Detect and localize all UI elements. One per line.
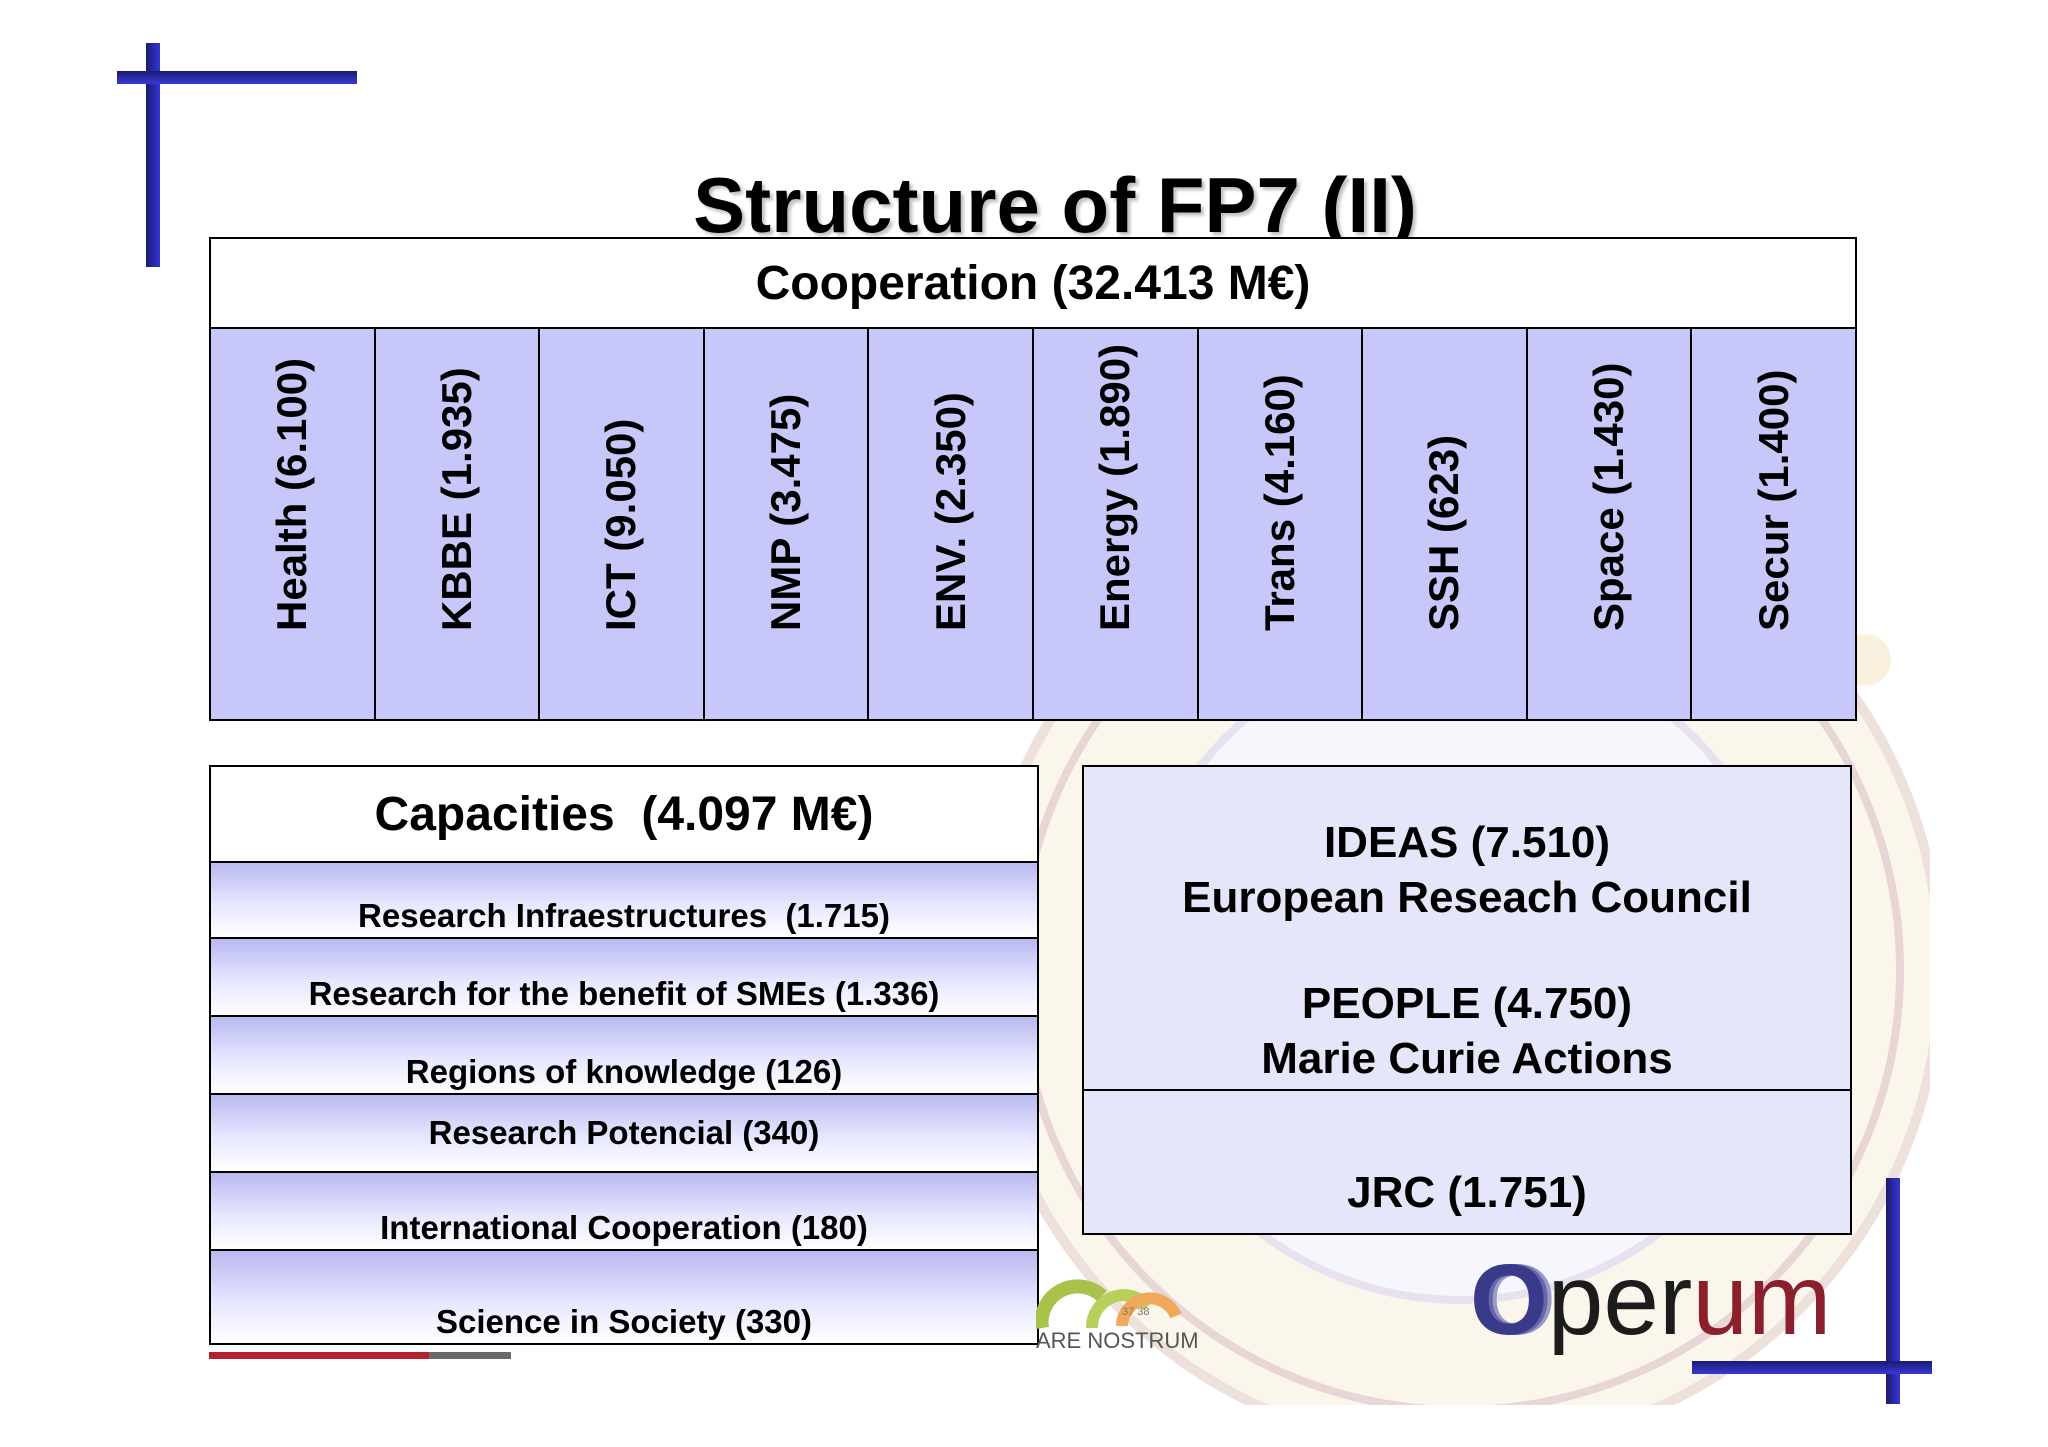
theme-label-ict: ICT (9.050)	[597, 418, 645, 631]
jrc-title: JRC (1.751)	[1347, 1167, 1587, 1217]
theme-cell: Health (6.100)	[211, 329, 376, 719]
theme-label-secur: Secur (1.400)	[1749, 369, 1797, 631]
theme-cell: Trans (4.160)	[1198, 329, 1364, 719]
capacities-list: Research Infraestructures (1.715) Resear…	[209, 861, 1039, 1345]
theme-label-energy: Energy (1.890)	[1091, 343, 1139, 631]
top-left-horizontal-bar	[117, 71, 357, 84]
operum-logo: O per um	[1470, 1240, 1831, 1360]
capacity-item: Research Potencial (340)	[209, 1095, 1039, 1173]
capacity-item: Research for the benefit of SMEs (1.336)	[209, 939, 1039, 1017]
people-box: PEOPLE (4.750) Marie Curie Actions	[1082, 943, 1852, 1091]
theme-label-kbbe: KBBE (1.935)	[432, 367, 480, 631]
theme-cell: SSH (623)	[1363, 329, 1528, 719]
theme-cell: Secur (1.400)	[1692, 329, 1855, 719]
bottom-right-vertical-bar	[1886, 1178, 1900, 1404]
capacities-heading: Capacities (4.097 M€)	[209, 765, 1039, 863]
cooperation-heading: Cooperation (32.413 M€)	[209, 237, 1857, 329]
theme-label-space: Space (1.430)	[1585, 362, 1633, 632]
theme-cell: ICT (9.050)	[540, 329, 705, 719]
people-subtitle: Marie Curie Actions	[1261, 1034, 1673, 1083]
mare-nostrum-logo: 37 38 ARE NOSTRUM	[1034, 1266, 1199, 1358]
bottom-right-horizontal-bar	[1692, 1361, 1932, 1374]
capacity-item: Research Infraestructures (1.715)	[209, 861, 1039, 939]
footer-accent-red	[209, 1352, 429, 1359]
mare-nostrum-text: ARE NOSTRUM	[1036, 1328, 1199, 1353]
theme-label-nmp: NMP (3.475)	[762, 393, 810, 631]
ideas-title: IDEAS (7.510)	[1323, 818, 1611, 867]
operum-um: um	[1692, 1243, 1832, 1356]
mare-nostrum-numbers: 37 38	[1122, 1306, 1150, 1318]
top-left-vertical-bar	[146, 43, 160, 267]
operum-o: O	[1470, 1243, 1548, 1356]
theme-cell: Energy (1.890)	[1033, 329, 1199, 719]
ideas-subtitle: European Reseach Council	[1182, 873, 1752, 922]
theme-label-trans: Trans (4.160)	[1255, 374, 1303, 631]
capacity-item: Regions of knowledge (126)	[209, 1017, 1039, 1095]
slide-title: Structure of FP7 (II)	[693, 161, 1417, 249]
theme-cell: Space (1.430)	[1527, 329, 1693, 719]
capacity-item: Science in Society (330)	[209, 1251, 1039, 1345]
theme-cell: NMP (3.475)	[704, 329, 870, 719]
mare-nostrum-arches-icon	[1034, 1279, 1182, 1330]
theme-cell: KBBE (1.935)	[375, 329, 541, 719]
footer-accent-grey	[429, 1352, 511, 1359]
operum-per: per	[1547, 1243, 1693, 1356]
theme-label-env: ENV. (2.350)	[926, 392, 974, 631]
theme-label-health: Health (6.100)	[268, 357, 316, 631]
theme-cell: ENV. (2.350)	[869, 329, 1034, 719]
ideas-box: IDEAS (7.510) European Reseach Council	[1082, 765, 1852, 945]
jrc-box: JRC (1.751)	[1082, 1089, 1852, 1235]
people-title: PEOPLE (4.750)	[1301, 979, 1633, 1028]
capacity-item: International Cooperation (180)	[209, 1173, 1039, 1251]
theme-label-ssh: SSH (623)	[1420, 434, 1468, 631]
cooperation-themes: Health (6.100) KBBE (1.935) ICT (9.050) …	[209, 329, 1857, 721]
